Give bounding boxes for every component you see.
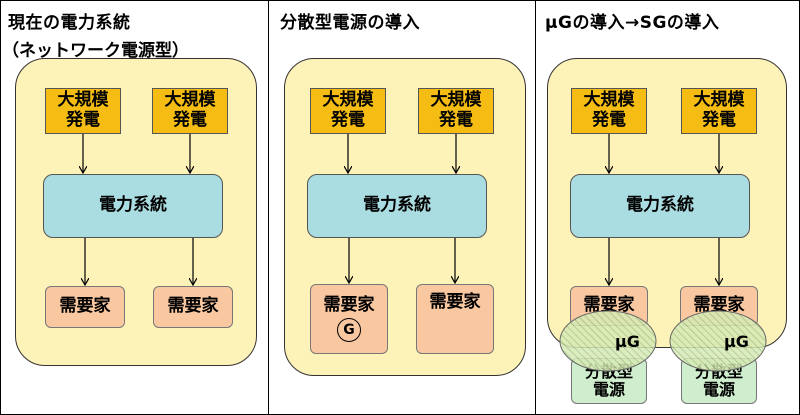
consumer-label: 需要家 — [583, 295, 635, 316]
generator-label-line1: 大規模 — [164, 90, 216, 111]
consumer-label: 需要家 — [167, 296, 219, 317]
grid-label: 電力系統 — [99, 195, 167, 216]
consumer-label: 需要家 — [693, 295, 745, 316]
generator-label-line2: 発電 — [439, 110, 473, 130]
distributed-label-line2: 電源 — [702, 380, 735, 399]
panel-title: 現在の電力系統 — [8, 13, 131, 33]
consumer-label: 需要家 — [323, 295, 375, 316]
large-generator: 大規模 発電 — [152, 88, 228, 134]
large-generator: 大規模 発電 — [45, 88, 121, 134]
microgrid-ellipse — [669, 310, 767, 372]
large-generator: 大規模 発電 — [571, 88, 647, 134]
consumer-label: 需要家 — [59, 296, 111, 317]
consumer: 需要家 — [416, 284, 494, 354]
generator-label-line1: 大規模 — [693, 90, 745, 111]
microgrid-label: μG — [615, 332, 640, 351]
distributed-label-line2: 電源 — [592, 380, 625, 399]
large-generator: 大規模 発電 — [418, 88, 494, 134]
consumer: 需要家 — [45, 286, 125, 328]
generator-label-line2: 発電 — [66, 110, 100, 130]
power-grid: 電力系統 — [570, 174, 750, 238]
generator-label-line2: 発電 — [702, 110, 736, 130]
panel-subtitle: （ネットワーク電源型） — [2, 41, 189, 61]
generator-label-line1: 大規模 — [322, 90, 374, 111]
consumer-with-generator: 需要家 G — [310, 284, 388, 354]
panel-divider — [535, 0, 536, 415]
power-grid: 電力系統 — [43, 174, 223, 238]
generator-circle-icon: G — [337, 317, 361, 342]
generator-symbol: G — [343, 321, 355, 338]
generator-label-line1: 大規模 — [430, 90, 482, 111]
panel-divider — [268, 0, 269, 415]
generator-label-line1: 大規模 — [583, 90, 635, 111]
panel-title: μGの導入→SGの導入 — [545, 13, 720, 33]
grid-label: 電力系統 — [363, 195, 431, 216]
consumer: 需要家 — [153, 286, 233, 328]
generator-label-line2: 発電 — [331, 110, 365, 130]
large-generator: 大規模 発電 — [681, 88, 757, 134]
consumer-label: 需要家 — [429, 292, 481, 312]
grid-label: 電力系統 — [626, 195, 694, 216]
panel-title: 分散型電源の導入 — [280, 13, 420, 33]
power-grid: 電力系統 — [307, 174, 487, 238]
microgrid-ellipse — [559, 310, 657, 372]
large-generator: 大規模 発電 — [310, 88, 386, 134]
generator-label-line1: 大規模 — [57, 90, 109, 111]
generator-label-line2: 発電 — [592, 110, 626, 130]
microgrid-label: μG — [724, 332, 749, 351]
generator-label-line2: 発電 — [173, 110, 207, 130]
